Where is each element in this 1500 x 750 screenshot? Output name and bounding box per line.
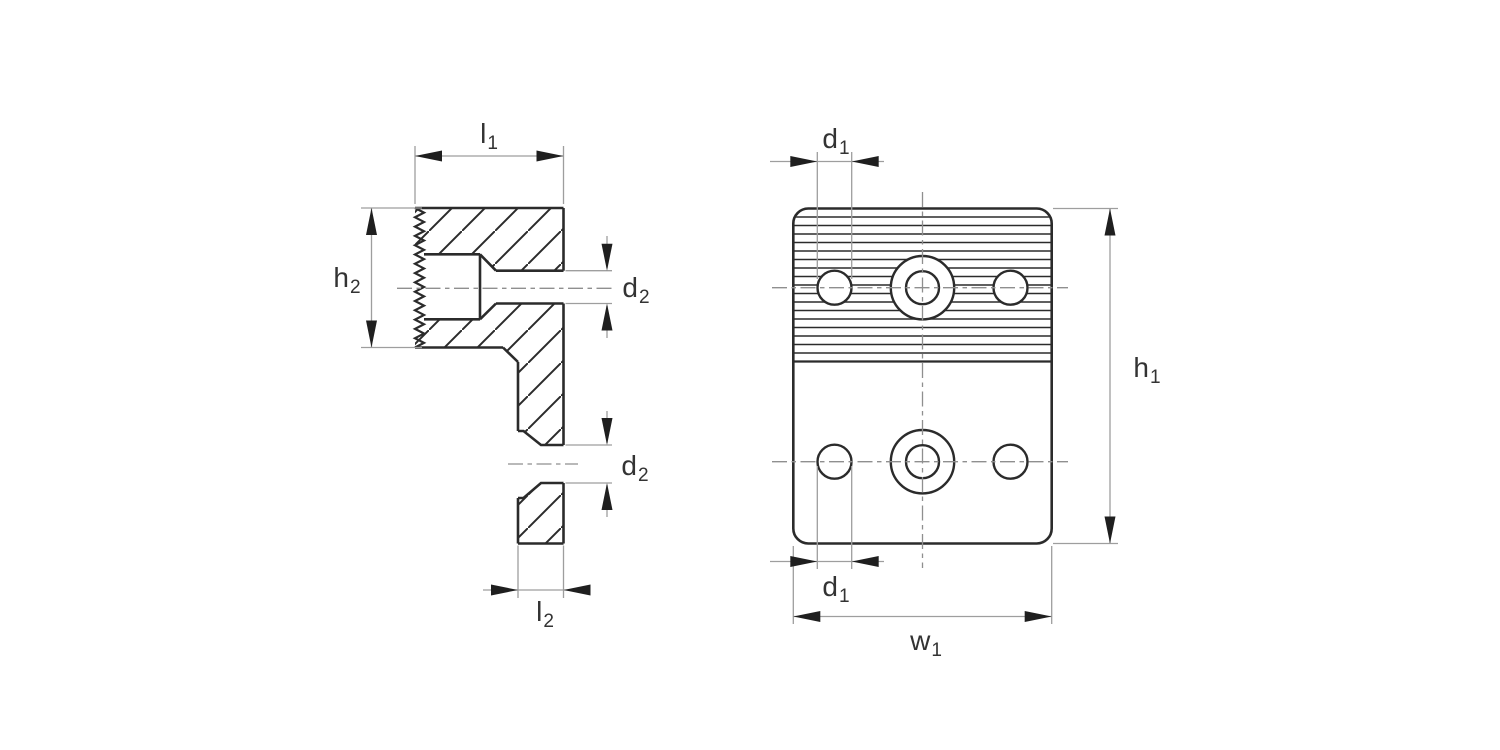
countersink-hole xyxy=(518,429,564,500)
front-view xyxy=(770,152,1118,624)
serrated-face-profile xyxy=(412,207,427,349)
front-dimension-lines xyxy=(770,152,1118,624)
arrowhead xyxy=(1104,516,1116,544)
arrowhead xyxy=(491,584,518,596)
dim-label-d2-upper: d2 xyxy=(622,272,650,308)
dim-label-d2-lower: d2 xyxy=(621,450,649,486)
arrowhead xyxy=(601,483,613,510)
dim-label-h1: h1 xyxy=(1133,352,1161,388)
hatch-region-lower xyxy=(415,303,564,544)
side-section-view xyxy=(361,146,614,598)
dim-label-d1-top: d1 xyxy=(822,123,850,159)
dim-label-d1-bottom: d1 xyxy=(822,571,850,607)
arrowhead xyxy=(563,584,591,596)
section-hatching xyxy=(415,208,564,544)
front-centerlines xyxy=(772,192,1068,568)
arrowhead xyxy=(415,150,442,162)
arrowhead xyxy=(601,418,613,445)
arrowhead xyxy=(851,556,879,567)
dim-label-w1: w1 xyxy=(910,625,942,661)
hatch-region-upper xyxy=(415,208,564,271)
arrowhead xyxy=(366,320,377,348)
arrowhead xyxy=(793,611,821,622)
side-outline xyxy=(415,206,565,545)
arrowhead xyxy=(601,303,613,331)
arrowhead xyxy=(601,243,613,271)
arrowhead xyxy=(851,156,879,167)
arrowhead xyxy=(1024,611,1052,622)
dim-label-l2: l2 xyxy=(536,596,554,632)
arrowhead xyxy=(790,156,818,167)
dim-label-l1: l1 xyxy=(480,118,498,154)
arrowhead xyxy=(1104,208,1116,236)
arrowhead xyxy=(790,556,818,567)
arrowhead xyxy=(536,150,564,162)
arrowhead xyxy=(366,208,377,235)
counterbore-hole xyxy=(424,253,564,321)
dim-label-h2: h2 xyxy=(333,262,361,298)
side-centerlines xyxy=(397,287,614,465)
